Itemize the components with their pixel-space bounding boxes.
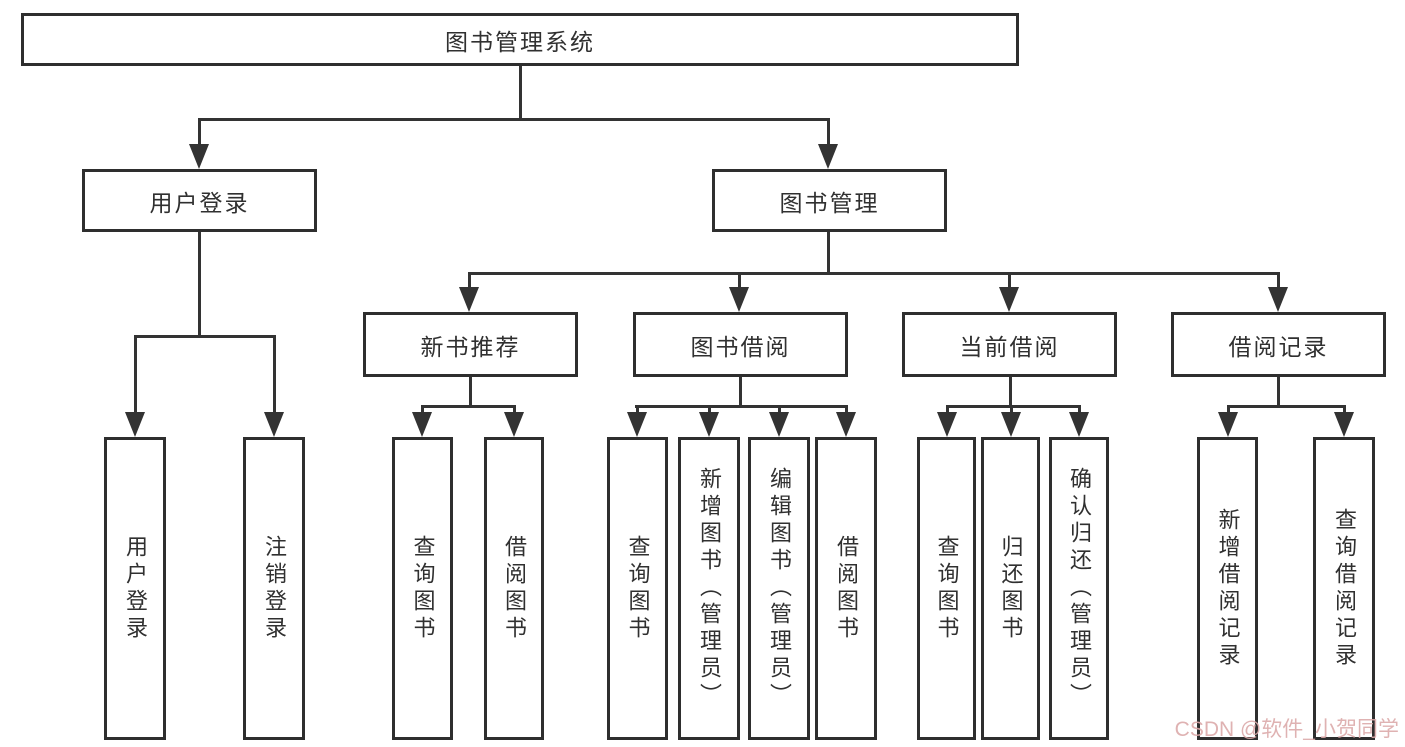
connector-line xyxy=(134,335,275,338)
connector-line xyxy=(198,232,201,338)
node-leaf-borrow-book-1: 借阅图书 xyxy=(484,437,544,740)
node-leaf-query-book-2: 查询图书 xyxy=(607,437,668,740)
node-user-login-label: 用户登录 xyxy=(149,189,250,216)
arrow-down-icon xyxy=(412,412,432,437)
node-book-borrow: 图书借阅 xyxy=(633,312,848,377)
node-root: 图书管理系统 xyxy=(21,13,1019,66)
arrow-down-icon xyxy=(836,412,856,437)
node-new-book-recommend: 新书推荐 xyxy=(363,312,578,377)
node-leaf-logout: 注销登录 xyxy=(243,437,305,740)
node-leaf-borrow-book-2-label: 借阅图书 xyxy=(834,534,859,643)
connector-line xyxy=(198,118,830,121)
node-book-borrow-label: 图书借阅 xyxy=(690,333,791,360)
node-leaf-confirm-return-admin: 确认归还（管理员） xyxy=(1049,437,1109,740)
connector-line xyxy=(1009,377,1012,408)
arrow-down-icon xyxy=(125,412,145,437)
arrow-down-icon xyxy=(459,287,479,312)
node-leaf-return-book-label: 归还图书 xyxy=(998,534,1024,643)
arrow-down-icon xyxy=(769,412,789,437)
node-leaf-add-book-admin: 新增图书（管理员） xyxy=(678,437,740,740)
node-leaf-add-borrow-record: 新增借阅记录 xyxy=(1197,437,1258,740)
node-leaf-query-book-1: 查询图书 xyxy=(392,437,453,740)
node-leaf-add-book-admin-label: 新增图书（管理员） xyxy=(697,467,722,710)
arrow-down-icon xyxy=(1268,287,1288,312)
node-borrow-records-label: 借阅记录 xyxy=(1228,333,1329,360)
node-leaf-return-book: 归还图书 xyxy=(981,437,1040,740)
node-book-management: 图书管理 xyxy=(712,169,947,232)
connector-line xyxy=(739,377,742,408)
node-new-book-recommend-label: 新书推荐 xyxy=(420,333,521,360)
arrow-down-icon xyxy=(937,412,957,437)
arrow-down-icon xyxy=(818,144,838,169)
node-leaf-edit-book-admin-label: 编辑图书（管理员） xyxy=(767,467,792,710)
watermark: CSDN @软件_小贺同学 xyxy=(1174,718,1399,741)
node-leaf-query-book-3-label: 查询图书 xyxy=(934,534,960,643)
node-book-management-label: 图书管理 xyxy=(779,189,880,216)
node-leaf-query-book-3: 查询图书 xyxy=(917,437,976,740)
node-current-borrow: 当前借阅 xyxy=(902,312,1117,377)
arrow-down-icon xyxy=(264,412,284,437)
node-user-login: 用户登录 xyxy=(82,169,317,232)
connector-line xyxy=(1277,377,1280,408)
connector-line xyxy=(827,118,830,164)
node-leaf-user-login: 用户登录 xyxy=(104,437,166,740)
node-leaf-confirm-return-admin-label: 确认归还（管理员） xyxy=(1067,467,1092,710)
node-leaf-add-borrow-record-label: 新增借阅记录 xyxy=(1215,507,1241,670)
node-leaf-borrow-book-2: 借阅图书 xyxy=(815,437,877,740)
connector-line xyxy=(519,66,522,120)
node-leaf-borrow-book-1-label: 借阅图书 xyxy=(502,534,527,643)
arrow-down-icon xyxy=(729,287,749,312)
arrow-down-icon xyxy=(504,412,524,437)
connector-line xyxy=(468,272,1280,275)
arrow-down-icon xyxy=(1218,412,1238,437)
arrow-down-icon xyxy=(189,144,209,169)
node-leaf-query-book-1-label: 查询图书 xyxy=(410,534,436,643)
connector-line xyxy=(946,405,1080,408)
arrow-down-icon xyxy=(627,412,647,437)
arrow-down-icon xyxy=(999,287,1019,312)
connector-line xyxy=(273,335,276,427)
connector-line xyxy=(198,118,201,164)
node-leaf-user-login-label: 用户登录 xyxy=(123,534,148,643)
connector-line xyxy=(827,232,830,275)
connector-line xyxy=(635,405,847,408)
node-borrow-records: 借阅记录 xyxy=(1171,312,1386,377)
node-root-label: 图书管理系统 xyxy=(445,28,595,55)
node-leaf-query-borrow-record-label: 查询借阅记录 xyxy=(1332,507,1357,670)
connector-line xyxy=(1227,405,1345,408)
arrow-down-icon xyxy=(1001,412,1021,437)
node-leaf-query-book-2-label: 查询图书 xyxy=(625,534,651,643)
arrow-down-icon xyxy=(1334,412,1354,437)
connector-line xyxy=(421,405,515,408)
node-leaf-query-borrow-record: 查询借阅记录 xyxy=(1313,437,1375,740)
arrow-down-icon xyxy=(1069,412,1089,437)
node-leaf-logout-label: 注销登录 xyxy=(262,534,287,643)
arrow-down-icon xyxy=(699,412,719,437)
connector-line xyxy=(469,377,472,408)
node-leaf-edit-book-admin: 编辑图书（管理员） xyxy=(748,437,810,740)
connector-line xyxy=(134,335,137,427)
node-current-borrow-label: 当前借阅 xyxy=(959,333,1060,360)
